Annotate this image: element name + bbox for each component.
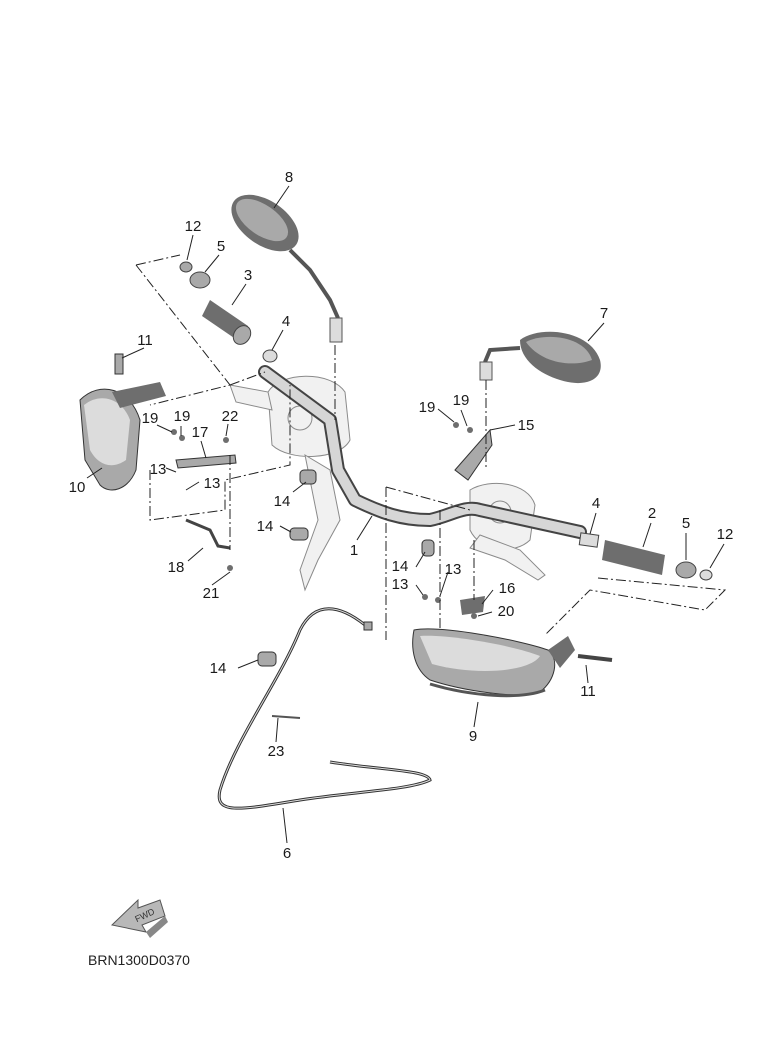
left-hand-guard	[79, 353, 166, 491]
callout-10: 10	[69, 479, 86, 496]
callout-19: 19	[419, 399, 436, 416]
callout-9: 9	[469, 728, 477, 745]
handlebar	[258, 365, 587, 539]
callout-23: 23	[268, 743, 285, 760]
callout-1: 1	[350, 542, 358, 559]
right-hand-guard	[412, 628, 613, 698]
right-lever-housing-ghost	[469, 482, 546, 581]
leader-lines	[86, 185, 725, 844]
callout-labels: 8 12 5 3 4 11 19 19 22 17 13 13 10 14 14…	[69, 169, 734, 862]
callout-13: 13	[150, 461, 167, 478]
callout-14: 14	[257, 518, 274, 535]
callout-3: 3	[244, 267, 252, 284]
callout-12: 12	[717, 526, 734, 543]
callout-11: 11	[137, 332, 153, 349]
callout-13: 13	[445, 561, 462, 578]
callout-4: 4	[592, 495, 600, 512]
callout-14: 14	[210, 660, 227, 677]
callout-21: 21	[203, 585, 220, 602]
callout-19: 19	[174, 408, 191, 425]
callout-19: 19	[142, 410, 159, 427]
callout-5: 5	[682, 515, 690, 532]
callout-16: 16	[499, 580, 516, 597]
callout-17: 17	[192, 424, 209, 441]
cable	[217, 607, 432, 810]
callout-11: 11	[580, 683, 596, 700]
callout-8: 8	[285, 169, 293, 186]
left-grip-assembly	[179, 261, 278, 363]
drawing-code: BRN1300D0370	[88, 952, 190, 968]
callout-13: 13	[204, 475, 221, 492]
callout-7: 7	[600, 305, 608, 322]
callout-12: 12	[185, 218, 202, 235]
callout-15: 15	[518, 417, 535, 434]
callout-2: 2	[648, 505, 656, 522]
callout-20: 20	[498, 603, 515, 620]
callout-13: 13	[392, 576, 409, 593]
left-mirror	[231, 194, 343, 343]
callout-6: 6	[283, 845, 291, 862]
callout-19: 19	[453, 392, 470, 409]
right-mirror	[479, 331, 601, 384]
callout-14: 14	[392, 558, 409, 575]
callout-18: 18	[168, 559, 185, 576]
alignment-lines	[135, 254, 727, 640]
callout-4: 4	[282, 313, 290, 330]
fwd-arrow-icon: FWD	[110, 898, 168, 938]
callout-22: 22	[222, 408, 239, 425]
callout-5: 5	[217, 238, 225, 255]
brackets-and-fasteners	[171, 422, 493, 719]
right-grip-assembly	[578, 532, 713, 581]
callout-14: 14	[274, 493, 291, 510]
